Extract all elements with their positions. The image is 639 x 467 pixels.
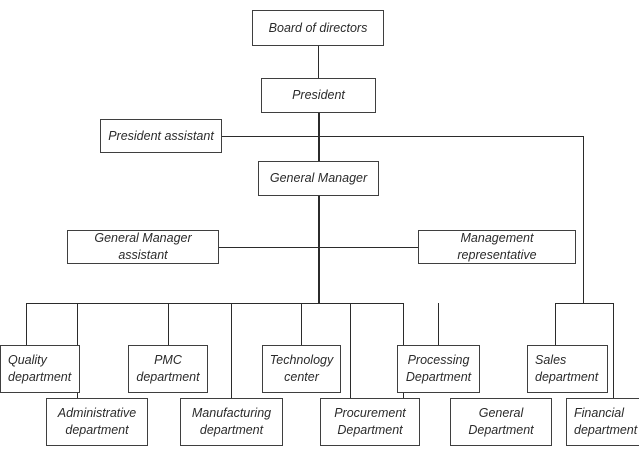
node-procurement-department[interactable]: Procurement Department <box>320 398 420 446</box>
node-manufacturing-department[interactable]: Manufacturing department <box>180 398 283 446</box>
connector-drop-manufacturing <box>231 303 232 398</box>
connector-drop-technology <box>301 303 302 345</box>
connector-drop-quality <box>26 303 27 345</box>
node-administrative-department[interactable]: Administrative department <box>46 398 148 446</box>
connector-gm-to-bus <box>318 196 320 303</box>
node-president[interactable]: President <box>261 78 376 113</box>
node-general-manager-assistant[interactable]: General Manager assistant <box>67 230 219 264</box>
node-management-representative[interactable]: Management representative <box>418 230 576 264</box>
node-board-of-directors[interactable]: Board of directors <box>252 10 384 46</box>
connector-drop-processing <box>438 303 439 345</box>
node-sales-department[interactable]: Sales department <box>527 345 608 393</box>
connector-gm-assistant-h <box>219 247 418 248</box>
connector-pres-assistant-h <box>222 136 583 137</box>
node-president-assistant[interactable]: President assistant <box>100 119 222 153</box>
connector-board-to-president <box>318 46 319 78</box>
node-financial-department[interactable]: Financial department <box>566 398 639 446</box>
connector-right-bus-h <box>555 303 613 304</box>
connector-main-bus-h <box>26 303 403 304</box>
node-pmc-department[interactable]: PMC department <box>128 345 208 393</box>
connector-president-to-gm <box>318 113 320 161</box>
node-quality-department[interactable]: Quality department <box>0 345 80 393</box>
connector-drop-financial <box>613 303 614 398</box>
connector-pres-assistant-down-right <box>583 136 584 303</box>
connector-drop-procurement <box>350 303 351 398</box>
node-technology-center[interactable]: Technology center <box>262 345 341 393</box>
node-processing-department[interactable]: Processing Department <box>397 345 480 393</box>
node-general-department[interactable]: General Department <box>450 398 552 446</box>
connector-drop-sales <box>555 303 556 345</box>
connector-drop-pmc <box>168 303 169 345</box>
node-general-manager[interactable]: General Manager <box>258 161 379 196</box>
